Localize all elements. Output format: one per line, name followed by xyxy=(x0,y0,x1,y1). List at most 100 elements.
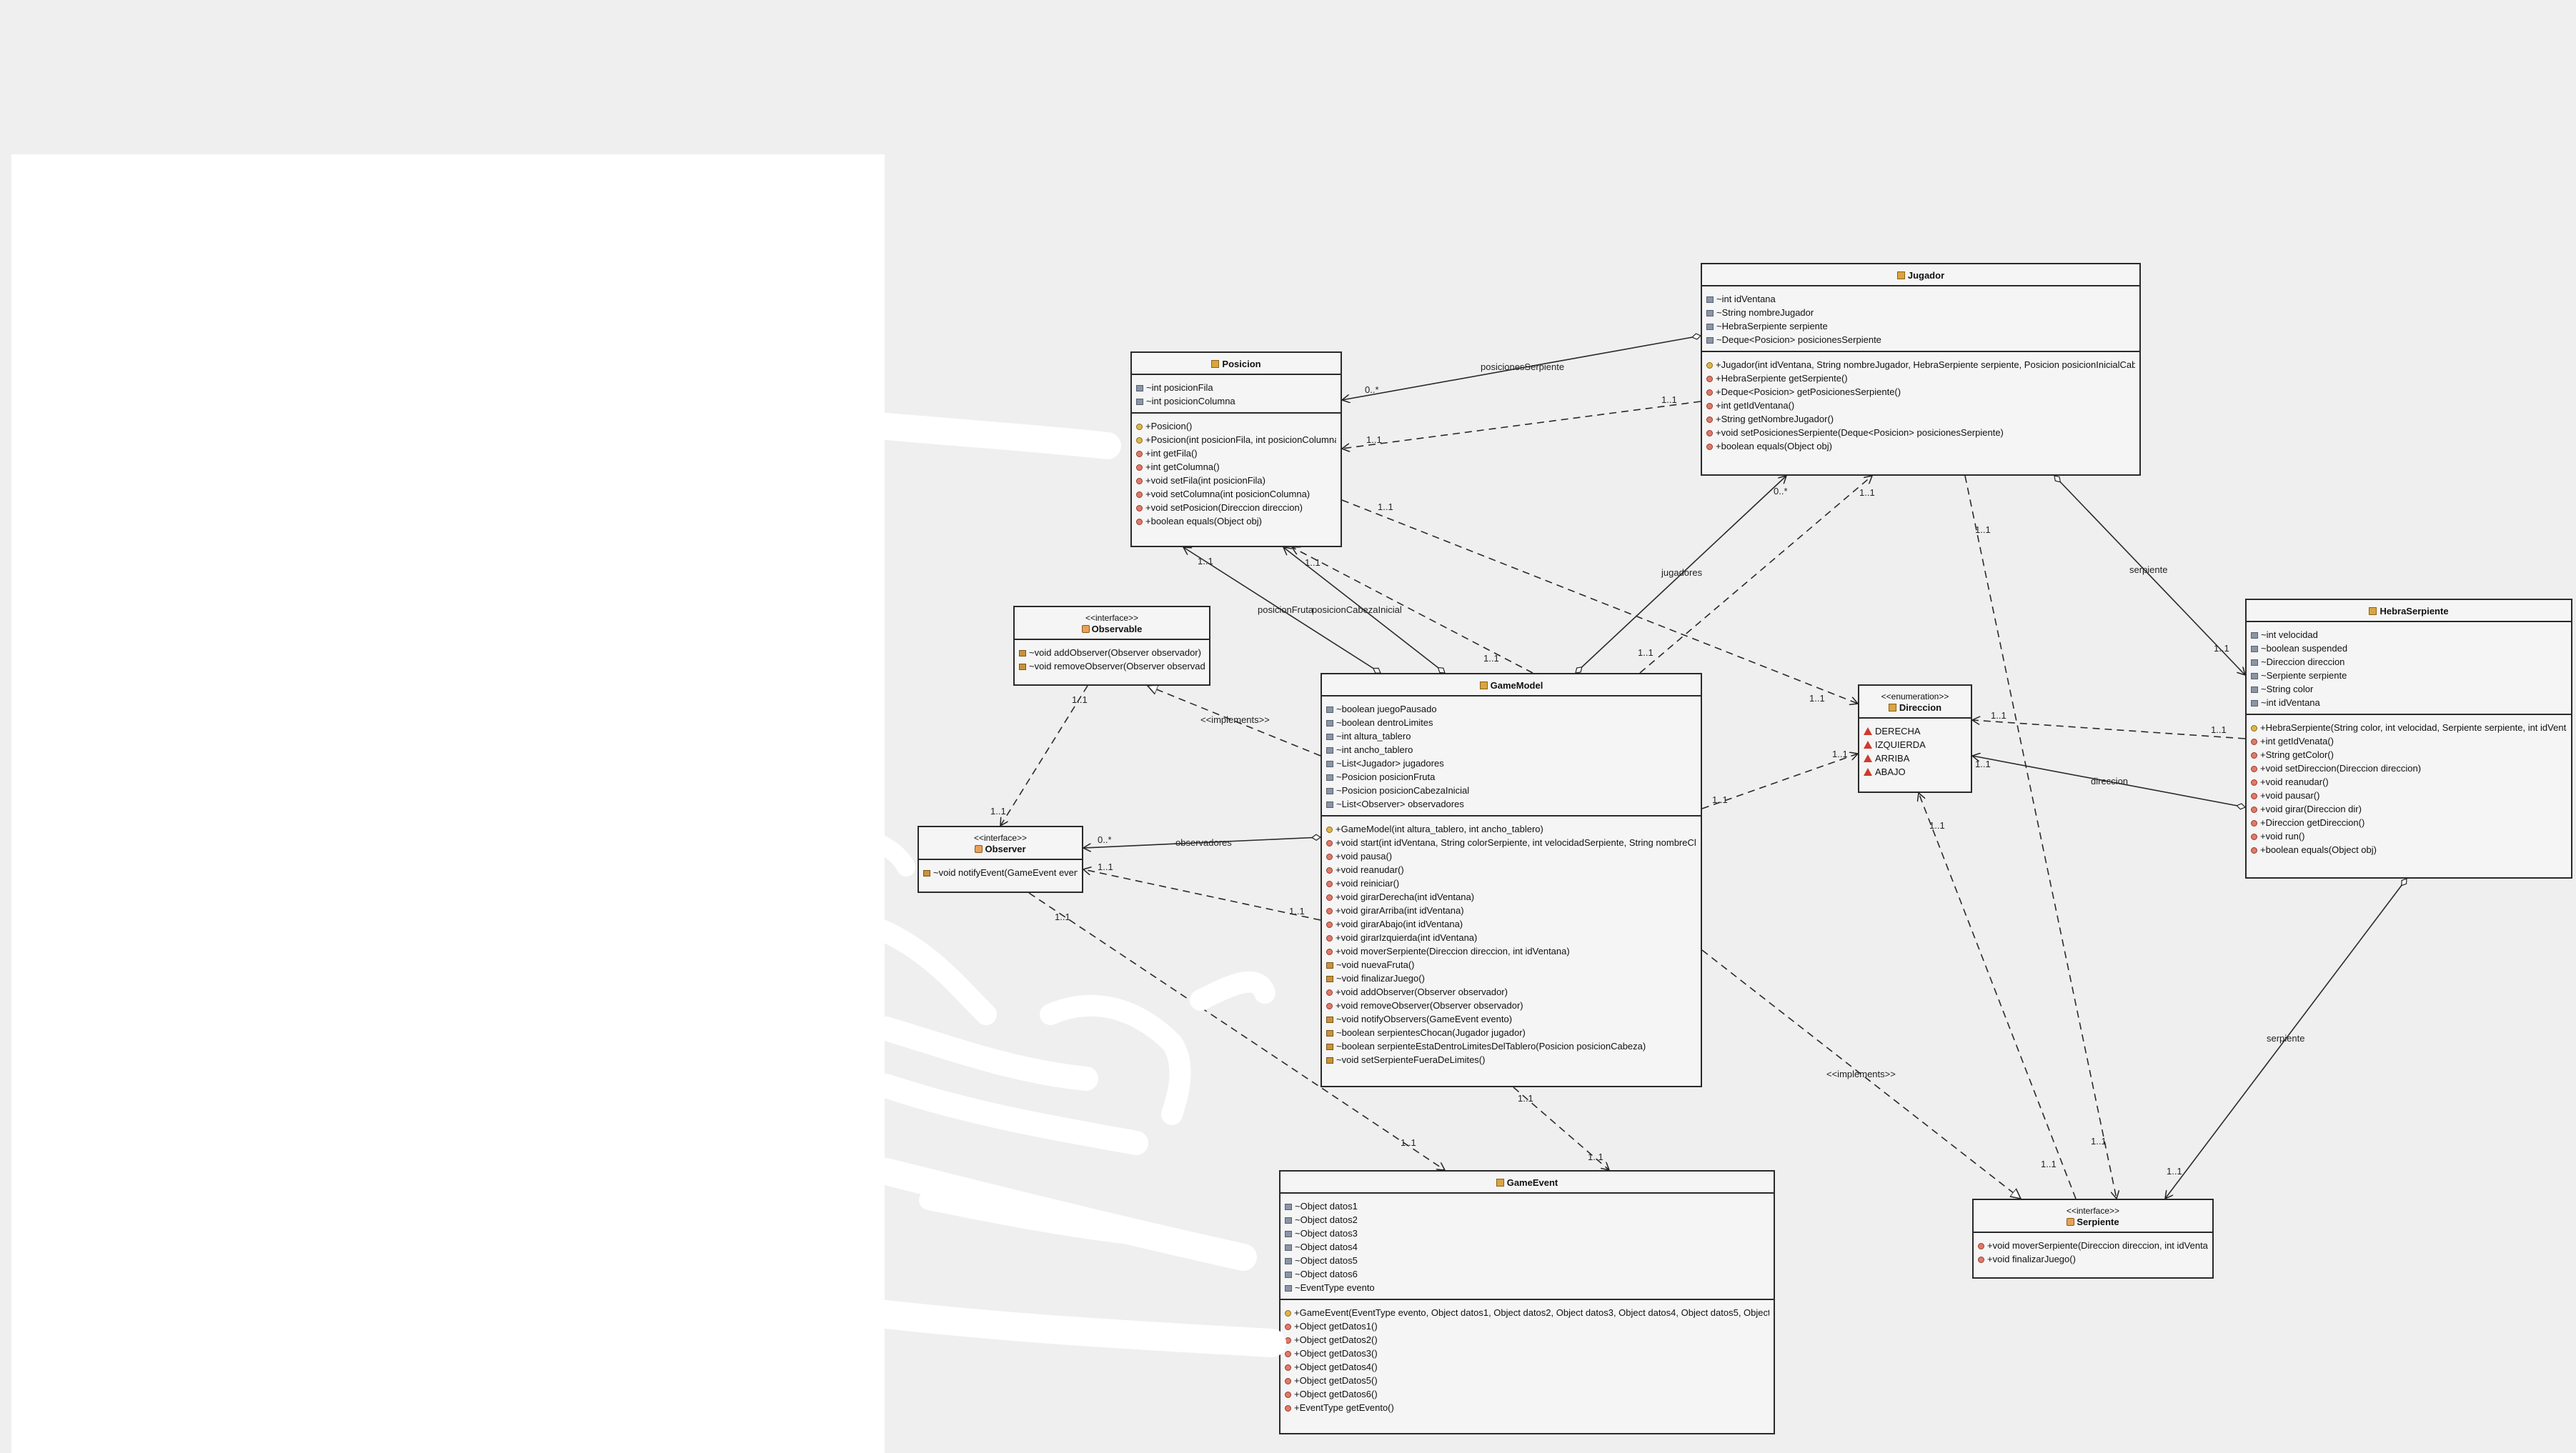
interface-icon xyxy=(2067,1218,2075,1226)
stereotype: <<enumeration>> xyxy=(1881,691,1949,701)
field-icon xyxy=(1136,399,1143,405)
class-header: <<interface>>Observer xyxy=(919,827,1082,860)
method-icon xyxy=(1326,881,1333,887)
field: ~Object datos5 xyxy=(1285,1254,1769,1267)
field-icon xyxy=(1326,761,1333,767)
field: ~Posicion posicionFruta xyxy=(1326,770,1696,784)
method-icon xyxy=(2251,820,2257,827)
method: +void girarIzquierda(int idVentana) xyxy=(1326,931,1696,944)
method-icon xyxy=(1326,922,1333,928)
enum-value: ARRIBA xyxy=(1864,752,1966,765)
field-icon xyxy=(1285,1258,1292,1264)
class-jugador[interactable]: Jugador ~int idVentana ~String nombreJug… xyxy=(1701,263,2141,476)
method: +void setPosicion(Direccion direccion) xyxy=(1136,501,1336,514)
method: +HebraSerpiente getSerpiente() xyxy=(1706,371,2135,385)
field: ~EventType evento xyxy=(1285,1281,1769,1294)
field: ~int posicionFila xyxy=(1136,381,1336,394)
label-posicion-cabeza: posicionCabezaInicial xyxy=(1312,604,1402,615)
method: ~void removeObserver(Observer observador… xyxy=(1019,659,1205,673)
class-gameevent[interactable]: GameEvent ~Object datos1 ~Object datos2 … xyxy=(1279,1170,1775,1434)
abstract-method-icon xyxy=(1019,664,1026,670)
method-icon xyxy=(1285,1378,1291,1384)
method: +void girar(Direccion dir) xyxy=(2251,802,2567,816)
method-icon xyxy=(1285,1351,1291,1357)
class-header: <<interface>>Observable xyxy=(1015,607,1209,640)
method-icon xyxy=(1706,444,1713,450)
class-gamemodel[interactable]: GameModel ~boolean juegoPausado ~boolean… xyxy=(1321,673,1702,1087)
method-icon xyxy=(2251,793,2257,799)
method: +void moverSerpiente(Direccion direccion… xyxy=(1978,1239,2208,1252)
method-icon xyxy=(1978,1243,1984,1249)
dep-observer-gameevent xyxy=(1028,892,1445,1170)
method: +void run() xyxy=(2251,829,2567,843)
enum-direccion[interactable]: <<enumeration>>Direccion DERECHA IZQUIER… xyxy=(1858,684,1972,793)
multiplicity: 1..1 xyxy=(1929,820,1945,831)
package-method-icon xyxy=(1326,1030,1333,1037)
method: +int getFila() xyxy=(1136,446,1336,460)
field-icon xyxy=(1326,788,1333,794)
field-icon xyxy=(1326,802,1333,808)
field: ~int ancho_tablero xyxy=(1326,743,1696,757)
method: +GameModel(int altura_tablero, int ancho… xyxy=(1326,822,1696,836)
multiplicity: 1..1 xyxy=(1638,647,1653,658)
class-name: GameEvent xyxy=(1506,1177,1558,1188)
multiplicity: 0..* xyxy=(1098,834,1112,845)
method: ~void addObserver(Observer observador) xyxy=(1019,646,1205,659)
field: ~List<Observer> observadores xyxy=(1326,797,1696,811)
class-icon xyxy=(1896,271,1905,279)
method: +String getNombreJugador() xyxy=(1706,412,2135,426)
field: ~Object datos1 xyxy=(1285,1199,1769,1213)
constructor-icon xyxy=(1326,827,1333,833)
dep-jugador-posicion xyxy=(1342,401,1701,449)
constructor-icon xyxy=(1285,1310,1291,1317)
impl-gamemodel-serpiente xyxy=(1701,949,2021,1199)
method: +Posicion(int posicionFila, int posicion… xyxy=(1136,433,1336,446)
stereotype: <<interface>> xyxy=(1085,613,1139,623)
method: +Deque<Posicion> getPosicionesSerpiente(… xyxy=(1706,385,2135,399)
dep-gamemodel-direccion xyxy=(1701,754,1858,809)
method: ~boolean serpientesChocan(Jugador jugado… xyxy=(1326,1026,1696,1039)
field-icon xyxy=(1326,706,1333,713)
method-icon xyxy=(1136,478,1143,484)
field: ~boolean suspended xyxy=(2251,641,2567,655)
interface-serpiente[interactable]: <<interface>>Serpiente +void moverSerpie… xyxy=(1972,1199,2214,1279)
method-icon xyxy=(1285,1337,1291,1344)
method-icon xyxy=(1706,403,1713,409)
method: ~void nuevaFruta() xyxy=(1326,958,1696,972)
multiplicity: 1..1 xyxy=(1098,862,1113,872)
method: +Direccion getDireccion() xyxy=(2251,816,2567,829)
multiplicity: 1..1 xyxy=(1859,487,1875,498)
method-icon xyxy=(1285,1364,1291,1371)
class-posicion[interactable]: Posicion ~int posicionFila ~int posicion… xyxy=(1130,351,1342,547)
label-implements-serpiente: <<implements>> xyxy=(1826,1069,1896,1079)
field-icon xyxy=(2251,646,2258,652)
method: +void moverSerpiente(Direccion direccion… xyxy=(1326,944,1696,958)
method: +Jugador(int idVentana, String nombreJug… xyxy=(1706,358,2135,371)
class-header: GameModel xyxy=(1322,674,1701,696)
field-icon xyxy=(2251,659,2258,666)
method-icon xyxy=(1285,1405,1291,1412)
interface-observer[interactable]: <<interface>>Observer ~void notifyEvent(… xyxy=(917,826,1083,893)
method: +String getColor() xyxy=(2251,748,2567,762)
multiplicity: 1..1 xyxy=(1661,394,1677,405)
methods-section: +Posicion() +Posicion(int posicionFila, … xyxy=(1132,414,1341,532)
method: +void girarArriba(int idVentana) xyxy=(1326,904,1696,917)
method-icon xyxy=(2251,834,2257,840)
field-icon xyxy=(2251,686,2258,693)
methods-section: +Jugador(int idVentana, String nombreJug… xyxy=(1702,352,2139,457)
multiplicity: 1..1 xyxy=(1975,759,1991,769)
multiplicity: 1..1 xyxy=(1483,653,1499,664)
blank-panel xyxy=(11,154,885,1453)
dep-posicion-direccion xyxy=(1341,499,1858,704)
method-icon xyxy=(2251,807,2257,813)
impl-gamemodel-observable xyxy=(1148,686,1321,757)
multiplicity: 1..1 xyxy=(1518,1093,1533,1104)
method: +Posicion() xyxy=(1136,419,1336,433)
stereotype: <<interface>> xyxy=(973,833,1028,843)
class-name: Jugador xyxy=(1907,270,1945,281)
interface-observable[interactable]: <<interface>>Observable ~void addObserve… xyxy=(1013,606,1210,686)
method: +void removeObserver(Observer observador… xyxy=(1326,999,1696,1012)
class-hebraserpiente[interactable]: HebraSerpiente ~int velocidad ~boolean s… xyxy=(2245,599,2572,879)
method-icon xyxy=(2251,766,2257,772)
class-icon xyxy=(1496,1179,1504,1187)
